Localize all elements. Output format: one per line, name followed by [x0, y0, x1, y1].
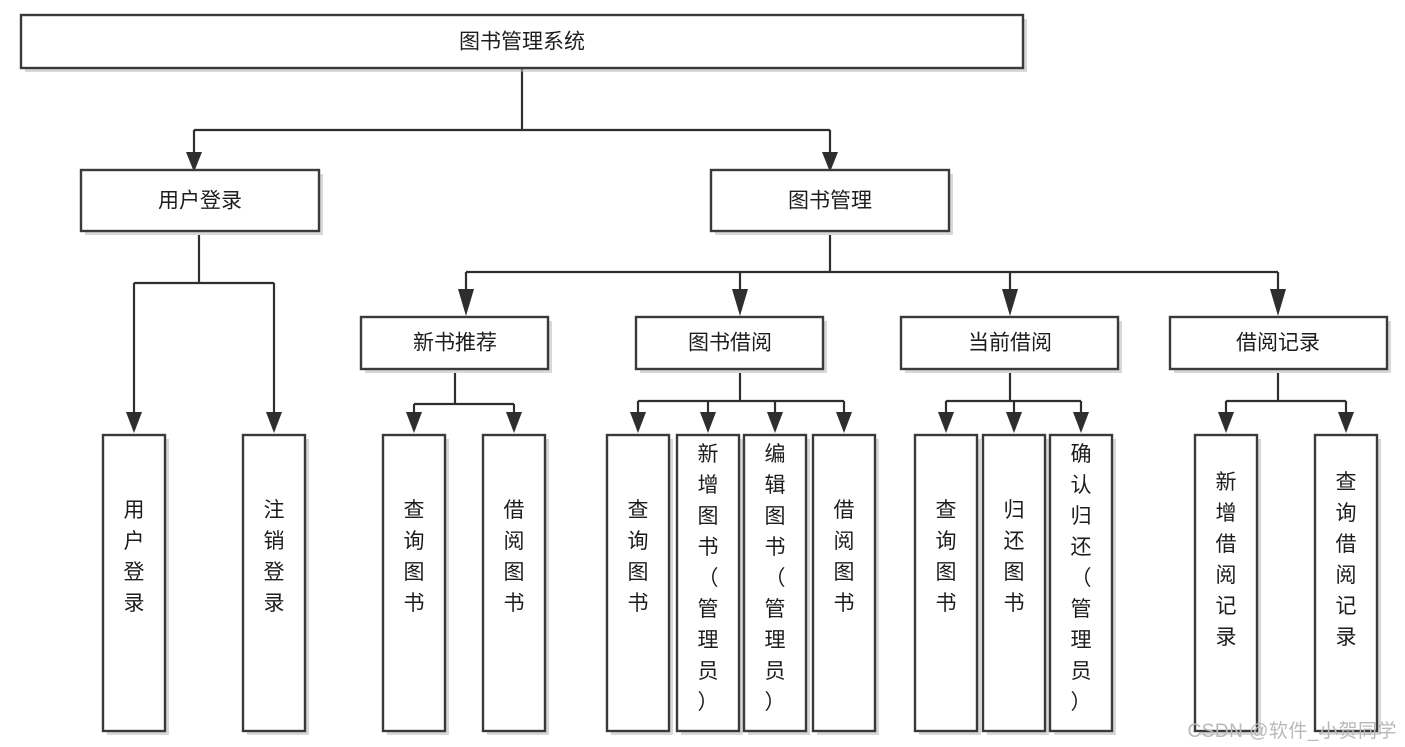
leaf-query-book-recommend-label: 查询图书 — [404, 499, 425, 615]
arrow-to-book-borrow — [732, 289, 748, 316]
leaf-query-book-borrow[interactable]: 查询图书 — [605, 433, 673, 735]
node-book-borrow[interactable]: 图书借阅 — [634, 315, 827, 373]
leaf-query-book-current[interactable]: 查询图书 — [913, 433, 981, 735]
leaf-edit-book[interactable]: 编辑图书（管理员） — [742, 433, 810, 735]
leaf-borrow-book-borrow-label: 借阅图书 — [834, 499, 855, 615]
book-borrow-label: 图书借阅 — [688, 332, 772, 355]
arrow-to-current-borrow — [1002, 289, 1018, 316]
leaf-add-book-box[interactable] — [675, 433, 741, 733]
leaf-add-record[interactable]: 新增借阅记录 — [1193, 433, 1261, 735]
leaf-user-login[interactable]: 用户登录 — [101, 433, 169, 735]
leaf-return-book-box[interactable] — [981, 433, 1047, 733]
book-manage-box[interactable] — [709, 168, 951, 233]
csdn-watermark: CSDN @软件_小贺同学 — [1187, 721, 1397, 742]
leaf-query-book-borrow-box[interactable] — [605, 433, 671, 733]
leaf-return-book[interactable]: 归还图书 — [981, 433, 1049, 735]
leaf-user-login-box[interactable] — [101, 433, 167, 733]
arrow-to-leaf-logout — [266, 412, 282, 433]
current-borrow-box[interactable] — [899, 315, 1120, 371]
leaf-borrow-book-recommend[interactable]: 借阅图书 — [481, 433, 549, 735]
arrow-to-borrow-record — [1270, 289, 1286, 316]
leaf-edit-book-box[interactable] — [742, 433, 808, 733]
node-current-borrow[interactable]: 当前借阅 — [899, 315, 1122, 373]
arrow-to-leaf-edit-book — [767, 412, 783, 433]
arrow-to-leaf-query-book-2 — [630, 412, 646, 433]
connector-borrow-to-leaves — [636, 373, 846, 415]
leaf-logout-box[interactable] — [241, 433, 307, 733]
leaf-user-login-label: 用户登录 — [124, 499, 145, 615]
arrow-to-leaf-add-book — [700, 412, 716, 433]
connector-bookmanage-to-level2 — [464, 235, 1280, 292]
arrow-to-leaf-query-record — [1338, 412, 1354, 433]
connector-current-to-leaves — [944, 373, 1083, 415]
node-user-login[interactable]: 用户登录 — [79, 168, 323, 235]
arrow-to-leaf-confirm-return — [1073, 412, 1089, 433]
leaf-logout-label: 注销登录 — [264, 499, 285, 615]
leaf-query-book-current-box[interactable] — [913, 433, 979, 733]
connector-recommend-to-leaves — [412, 373, 516, 415]
borrow-record-label: 借阅记录 — [1236, 332, 1320, 355]
leaf-add-record-label: 新增借阅记录 — [1216, 471, 1237, 649]
leaf-logout[interactable]: 注销登录 — [241, 433, 309, 735]
leaf-query-book-current-label: 查询图书 — [936, 499, 957, 615]
current-borrow-label: 当前借阅 — [968, 332, 1052, 355]
arrow-to-leaf-query-book-1 — [406, 412, 422, 433]
arrow-to-leaf-user-login — [126, 412, 142, 433]
connector-userlogin-to-leaves — [132, 235, 276, 415]
leaf-add-record-box[interactable] — [1193, 433, 1259, 733]
connector-root-to-level1 — [192, 68, 832, 155]
book-manage-label: 图书管理 — [788, 190, 872, 213]
leaf-borrow-book-borrow-box[interactable] — [811, 433, 877, 733]
leaf-query-record-label: 查询借阅记录 — [1336, 471, 1357, 649]
arrow-to-new-book-recommend — [458, 289, 474, 316]
leaf-add-book[interactable]: 新增图书（管理员） — [675, 433, 743, 735]
node-book-manage[interactable]: 图书管理 — [709, 168, 953, 235]
node-borrow-record[interactable]: 借阅记录 — [1168, 315, 1391, 373]
leaf-borrow-book-recommend-label: 借阅图书 — [504, 499, 525, 615]
arrow-to-leaf-return-book — [1006, 412, 1022, 433]
leaf-edit-book-label: 编辑图书（管理员） — [765, 443, 786, 714]
borrow-record-box[interactable] — [1168, 315, 1389, 371]
book-borrow-box[interactable] — [634, 315, 825, 371]
leaf-query-record[interactable]: 查询借阅记录 — [1313, 433, 1381, 735]
leaf-borrow-book-borrow[interactable]: 借阅图书 — [811, 433, 879, 735]
leaf-query-book-recommend-box[interactable] — [381, 433, 447, 733]
arrow-to-leaf-borrow-book-1 — [506, 412, 522, 433]
leaf-confirm-return-box[interactable] — [1048, 433, 1114, 733]
leaf-confirm-return-label: 确认归还（管理员） — [1071, 443, 1092, 714]
node-new-book-recommend[interactable]: 新书推荐 — [359, 315, 552, 373]
arrow-to-book-manage — [822, 152, 838, 172]
leaf-confirm-return[interactable]: 确认归还（管理员） — [1048, 433, 1116, 735]
leaf-query-book-borrow-label: 查询图书 — [628, 499, 649, 615]
connector-layer — [126, 68, 1354, 433]
root-label: 图书管理系统 — [459, 31, 585, 54]
new-book-recommend-label: 新书推荐 — [413, 332, 497, 355]
new-book-recommend-box[interactable] — [359, 315, 550, 371]
user-login-box[interactable] — [79, 168, 321, 233]
node-root[interactable]: 图书管理系统 — [19, 13, 1027, 72]
leaf-add-book-label: 新增图书（管理员） — [698, 443, 719, 714]
arrow-to-user-login — [186, 152, 202, 172]
leaf-borrow-book-recommend-box[interactable] — [481, 433, 547, 733]
user-login-label: 用户登录 — [158, 190, 242, 213]
arrow-to-leaf-add-record — [1218, 412, 1234, 433]
root-box[interactable] — [19, 13, 1025, 70]
arrow-to-leaf-borrow-book-2 — [836, 412, 852, 433]
connector-record-to-leaves — [1224, 373, 1348, 415]
leaf-return-book-label: 归还图书 — [1004, 499, 1025, 615]
leaf-query-book-recommend[interactable]: 查询图书 — [381, 433, 449, 735]
leaf-query-record-box[interactable] — [1313, 433, 1379, 733]
arrow-to-leaf-query-book-3 — [938, 412, 954, 433]
